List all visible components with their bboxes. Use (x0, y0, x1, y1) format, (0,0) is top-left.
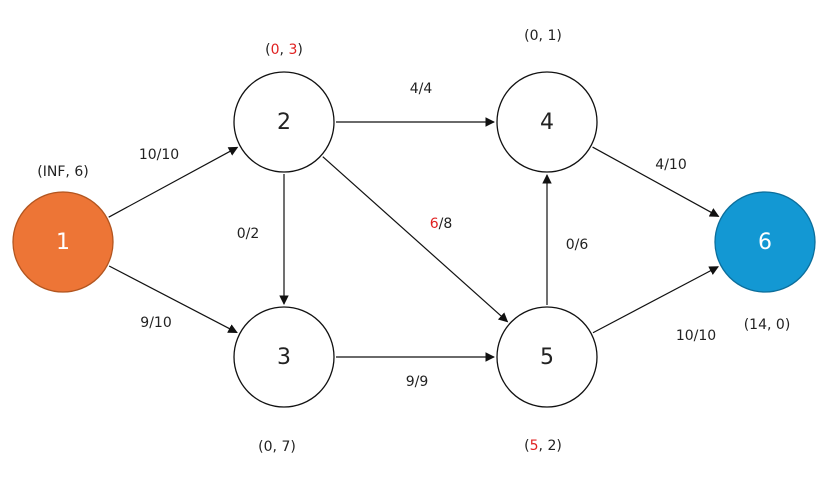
annot-first-value: 0 (530, 28, 539, 44)
node-5-circle (496, 306, 598, 408)
edge-flow-5-6: 10 (676, 328, 694, 344)
node-5-annotation: (5, 2) (524, 438, 562, 454)
edge-flow-2-5: 6 (430, 216, 439, 232)
annot-close: ) (556, 28, 561, 44)
node-1-annotation: (INF, 6) (37, 164, 88, 180)
edge-slash: / (149, 315, 154, 331)
edge-flow-1-2: 10 (139, 147, 157, 163)
annot-close: ) (290, 439, 295, 455)
node-4-circle (496, 71, 598, 173)
node-5: 5 (496, 306, 598, 408)
node-6-annotation: (14, 0) (744, 317, 791, 333)
node-6-circle (714, 191, 816, 293)
node-1-label: 1 (56, 230, 70, 255)
annot-second-value: 1 (547, 28, 556, 44)
node-2: 2 (233, 71, 335, 173)
edge-capacity-2-5: 8 (443, 216, 452, 232)
node-3-annotation: (0, 7) (258, 439, 296, 455)
edge-capacity-4-6: 10 (669, 157, 687, 173)
annot-second-value: 7 (281, 439, 290, 455)
annot-second-value: 6 (74, 164, 83, 180)
annot-second-value: 2 (547, 438, 556, 454)
edge-1-3 (108, 265, 238, 334)
annot-second-value: 0 (776, 317, 785, 333)
annot-first-value: 0 (271, 42, 280, 58)
edge-slash: / (664, 157, 669, 173)
node-2-label: 2 (277, 110, 291, 135)
edge-flow-3-5: 9 (406, 374, 415, 390)
edge-capacity-5-4: 6 (579, 237, 588, 253)
edge-flow-5-4: 0 (566, 237, 575, 253)
edge-slash: / (415, 374, 420, 390)
node-5-label: 5 (540, 345, 554, 370)
annot-sep: , (273, 439, 282, 455)
annot-close: ) (297, 42, 302, 58)
edge-slash: / (246, 226, 251, 242)
node-3-label: 3 (277, 345, 291, 370)
node-2-circle (233, 71, 335, 173)
edge-label-1-2: 10/10 (139, 147, 179, 163)
node-3-circle (233, 306, 335, 408)
edge-2-5 (322, 156, 509, 323)
edge-capacity-2-4: 4 (423, 81, 432, 97)
annot-open: ( (258, 439, 263, 455)
node-6: 6 (714, 191, 816, 293)
annot-close: ) (83, 164, 88, 180)
annot-open: ( (524, 28, 529, 44)
edge-slash: / (575, 237, 580, 253)
node-4-label: 4 (540, 110, 554, 135)
edge-capacity-3-5: 9 (419, 374, 428, 390)
node-6-label: 6 (758, 230, 772, 255)
edge-slash: / (439, 216, 444, 232)
edge-label-1-3: 9/10 (140, 315, 171, 331)
annot-sep: , (65, 164, 74, 180)
edge-capacity-2-3: 2 (250, 226, 259, 242)
node-3: 3 (233, 306, 335, 408)
edge-label-2-5: 6/8 (430, 216, 453, 232)
edge-slash: / (419, 81, 424, 97)
edge-label-4-6: 4/10 (655, 157, 686, 173)
annot-sep: , (280, 42, 289, 58)
annot-first-value: 0 (264, 439, 273, 455)
annot-open: ( (524, 438, 529, 454)
edge-1-2 (108, 146, 239, 218)
node-4-annotation: (0, 1) (524, 28, 562, 44)
annot-first-value: 14 (749, 317, 767, 333)
annot-sep: , (539, 438, 548, 454)
annot-close: ) (785, 317, 790, 333)
node-2-annotation: (0, 3) (265, 42, 303, 58)
annot-sep: , (539, 28, 548, 44)
edge-flow-1-3: 9 (140, 315, 149, 331)
node-1-circle (12, 191, 114, 293)
edge-slash: / (157, 147, 162, 163)
node-4: 4 (496, 71, 598, 173)
edge-4-6 (592, 146, 720, 217)
edge-label-5-6: 10/10 (676, 328, 716, 344)
annot-open: ( (265, 42, 270, 58)
annot-first-value: 5 (530, 438, 539, 454)
edge-slash: / (694, 328, 699, 344)
edge-capacity-1-2: 10 (161, 147, 179, 163)
annot-open: ( (37, 164, 42, 180)
annot-sep: , (767, 317, 776, 333)
edge-flow-4-6: 4 (655, 157, 664, 173)
annot-open: ( (744, 317, 749, 333)
edge-flow-2-4: 4 (410, 81, 419, 97)
edge-label-5-4: 0/6 (566, 237, 589, 253)
edge-label-2-4: 4/4 (410, 81, 433, 97)
annot-close: ) (556, 438, 561, 454)
edge-flow-2-3: 0 (237, 226, 246, 242)
annot-second-value: 3 (288, 42, 297, 58)
node-1: 1 (12, 191, 114, 293)
edge-capacity-1-3: 10 (154, 315, 172, 331)
edge-label-3-5: 9/9 (406, 374, 429, 390)
edge-5-6 (592, 266, 719, 334)
edge-label-2-3: 0/2 (237, 226, 260, 242)
edge-capacity-5-6: 10 (698, 328, 716, 344)
annot-first-value: INF (43, 164, 66, 180)
